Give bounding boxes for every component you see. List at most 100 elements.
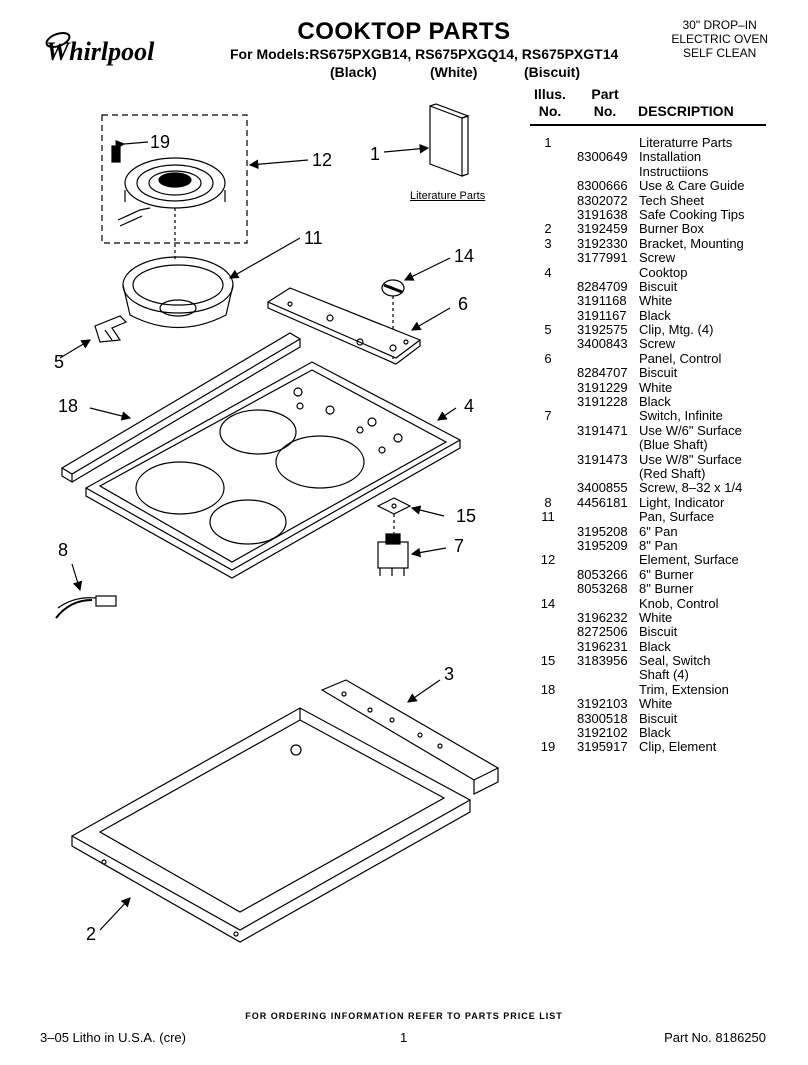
part-number: 8053266 [577,566,628,582]
part-number: 8053268 [577,581,628,597]
part-description: Knob, Control [639,595,719,611]
part-description: 8" Burner [639,581,694,597]
leader-1 [383,143,430,154]
part-description: White [639,293,673,309]
illus-number: 3 [544,235,552,251]
part-description: Literaturre Parts [639,135,733,150]
part-description: Element, Surface [639,552,739,568]
part-number: 3195208 [577,523,628,539]
part-number: 3191471 [577,422,628,438]
part-description: Instructiions [639,163,709,179]
part-number: 3191228 [577,394,628,410]
illus-number: 6 [544,350,552,366]
leader-14 [403,257,451,281]
leader-5 [59,339,92,359]
illus-number: 15 [540,653,556,669]
literature-parts-label: Literature Parts [410,190,486,202]
header-illus: Illus. No. [530,86,570,120]
callout-4: 4 [464,396,474,416]
callout-7: 7 [454,536,464,556]
models-line: For Models:RS675PXGB14, RS675PXGQ14, RS6… [230,46,619,62]
part-description: 6" Pan [639,523,678,539]
part-description: Black [639,394,671,410]
part-description: Light, Indicator [639,494,725,510]
header-part-line2: No. [593,103,617,119]
part-number: 3192103 [577,696,628,712]
indicator-light-drawing [55,595,117,619]
part-description: Seal, Switch [639,653,711,669]
part-number: 8302072 [577,192,628,208]
illus-number: 2 [544,221,552,237]
part-description: Clip, Mtg. (4) [639,322,714,338]
leader-19 [115,139,149,150]
illus-number: 14 [540,595,556,611]
illus-number: 18 [540,681,556,697]
header-illus-line2: No. [538,103,562,119]
table-row: 3195208 6" Pan [530,523,770,539]
part-description: 8" Pan [639,537,678,553]
header-illus-line1: Illus. [534,86,566,102]
callout-8: 8 [58,540,68,560]
part-number: 3192575 [577,322,628,338]
leader-18 [89,407,132,421]
part-description: White [639,379,673,395]
part-number: 3400843 [577,336,628,352]
surface-pan-drawing [122,256,234,328]
page-title: COOKTOP PARTS [297,18,511,45]
callout-12: 12 [312,150,332,170]
control-panel-drawing [266,287,422,365]
illus-number: 4 [544,264,552,280]
part-description: Biscuit [639,710,678,726]
part-description: Use W/6" Surface [639,422,742,438]
illus-number: 11 [541,509,555,525]
part-number: 3191167 [577,307,627,323]
element-callout-box [101,114,248,244]
part-description: Black [639,307,671,323]
part-description: Black [639,725,671,741]
exploded-parts-diagram: 1 2 3 4 5 6 7 8 11 12 14 15 18 19 [54,103,500,944]
control-knob-drawing [381,279,405,297]
part-number: 3400855 [577,480,628,496]
mounting-bracket-drawing [320,679,500,795]
part-description: Screw [639,336,676,352]
infinite-switch-drawing [377,533,409,576]
part-description: Use W/8" Surface [639,451,742,467]
part-description: 6" Burner [639,566,694,582]
color-biscuit: (Biscuit) [524,64,580,80]
part-number: 3177991 [577,250,628,266]
part-description: White [639,696,673,712]
part-description: Panel, Control [639,350,722,366]
callout-11: 11 [304,228,323,248]
litho-note: 3–05 Litho in U.S.A. (cre) [40,1030,186,1045]
table-row: Shaft (4) [530,668,770,683]
callout-15: 15 [456,506,476,526]
part-description: Screw [639,250,676,266]
part-number: 3196231 [577,638,628,654]
part-description: Installation [639,149,702,165]
leader-8 [71,563,83,592]
part-description: Switch, Infinite [639,408,723,424]
oven-type-line: SELF CLEAN [682,46,757,60]
part-description: Biscuit [639,365,678,381]
table-row: 3191228 Black [530,394,770,410]
burner-box-drawing [70,707,472,943]
svg-text:Whirlpool: Whirlpool [46,37,155,66]
part-description: Bracket, Mounting [639,235,744,251]
table-row: 3191471 Use W/6" Surface [530,422,770,438]
callout-6: 6 [458,294,468,314]
part-number: 3192102 [577,725,628,741]
table-row: 3400843 Screw [530,336,770,352]
